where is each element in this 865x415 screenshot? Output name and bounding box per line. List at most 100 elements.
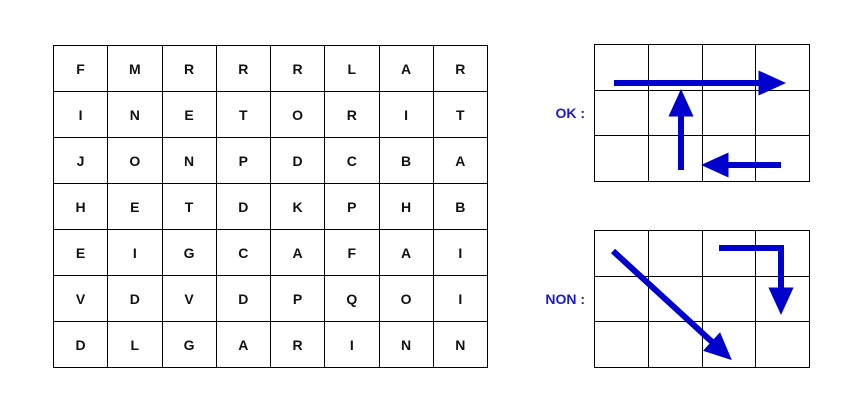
mini-grid-cell [648,231,703,277]
mini-grid-cell [756,136,810,183]
letter-cell[interactable]: D [108,276,163,322]
mini-grid-row [595,231,810,277]
mini-grid-cell [595,276,649,323]
mini-grid-cell [756,276,810,323]
letter-cell[interactable]: G [162,230,217,276]
letter-cell[interactable]: A [216,322,271,368]
letter-cell[interactable]: R [162,46,217,92]
letter-cell[interactable]: O [379,276,434,322]
letter-cell[interactable]: J [54,138,109,184]
letter-cell[interactable]: I [108,230,163,276]
letter-cell[interactable]: A [271,230,326,276]
letter-cell[interactable]: P [325,184,380,230]
letter-cell[interactable]: R [325,92,380,138]
mini-grid-cell [702,231,757,277]
letter-cell[interactable]: A [379,46,434,92]
mini-grid-cell [756,90,810,137]
letter-cell[interactable]: O [108,138,163,184]
mini-grid-cell [702,322,757,369]
mini-grid-cell [648,276,703,323]
letter-cell[interactable]: A [379,230,434,276]
example-ok-grid [594,44,810,183]
example-non: NON : [538,230,810,369]
letter-cell[interactable]: N [379,322,434,368]
letter-cell[interactable]: M [108,46,163,92]
letter-cell[interactable]: F [325,230,380,276]
letter-cell[interactable]: L [325,46,380,92]
letter-cell[interactable]: A [433,138,488,184]
letter-cell[interactable]: V [54,276,109,322]
mini-grid-cell [648,322,703,369]
letter-cell[interactable]: G [162,322,217,368]
mini-grid-cell [702,276,757,323]
letter-cell[interactable]: T [216,92,271,138]
letter-cell[interactable]: I [433,276,488,322]
letter-cell[interactable]: F [54,46,109,92]
letter-cell[interactable]: N [433,322,488,368]
letter-cell[interactable]: Q [325,276,380,322]
letter-cell[interactable]: E [108,184,163,230]
letter-cell[interactable]: R [271,322,326,368]
letter-cell[interactable]: L [108,322,163,368]
mini-grid-cell [595,90,649,137]
letter-cell[interactable]: N [162,138,217,184]
letter-cell[interactable]: V [162,276,217,322]
letter-cell[interactable]: C [325,138,380,184]
letter-cell[interactable]: I [433,230,488,276]
mini-grid-cell [756,322,810,369]
example-ok: OK : [538,44,810,183]
letter-cell[interactable]: I [54,92,109,138]
letter-cell[interactable]: B [433,184,488,230]
mini-grid-row [595,136,810,183]
mini-grid-cell [595,136,649,183]
mini-grid-cell [595,231,649,277]
letter-cell[interactable]: C [216,230,271,276]
example-non-label: NON : [545,291,585,307]
letter-cell[interactable]: H [54,184,109,230]
mini-grid-row [595,45,810,91]
example-ok-label: OK : [555,105,585,121]
letter-cell[interactable]: N [108,92,163,138]
mini-grid-cell [595,45,649,91]
letter-cell[interactable]: I [379,92,434,138]
letter-cell[interactable]: T [162,184,217,230]
mini-grid-cell [702,136,757,183]
letter-cell[interactable]: H [379,184,434,230]
mini-grid-cell [648,136,703,183]
mini-grid-cell [756,45,810,91]
letter-cell[interactable]: D [54,322,109,368]
example-non-grid [594,230,810,369]
letter-cell[interactable]: D [271,138,326,184]
letter-cell[interactable]: K [271,184,326,230]
letter-cell[interactable]: P [271,276,326,322]
letter-cell[interactable]: B [379,138,434,184]
letter-cell[interactable]: R [216,46,271,92]
mini-grid-cell [648,90,703,137]
letter-cell[interactable]: I [325,322,380,368]
letter-cell[interactable]: R [271,46,326,92]
mini-grid-cell [648,45,703,91]
mini-grid-row [595,90,810,137]
mini-grid-cell [595,322,649,369]
letter-cell[interactable]: P [216,138,271,184]
letter-cell[interactable]: E [54,230,109,276]
mini-grid-row [595,276,810,323]
letter-cell[interactable]: D [216,276,271,322]
letter-cell[interactable]: E [162,92,217,138]
mini-grid-row [595,322,810,369]
mini-grid-cell [702,90,757,137]
letter-cell[interactable]: R [433,46,488,92]
letter-cell[interactable]: D [216,184,271,230]
mini-grid-cell [702,45,757,91]
mini-grid-cell [756,231,810,277]
letter-cell[interactable]: O [271,92,326,138]
letter-cell[interactable]: T [433,92,488,138]
